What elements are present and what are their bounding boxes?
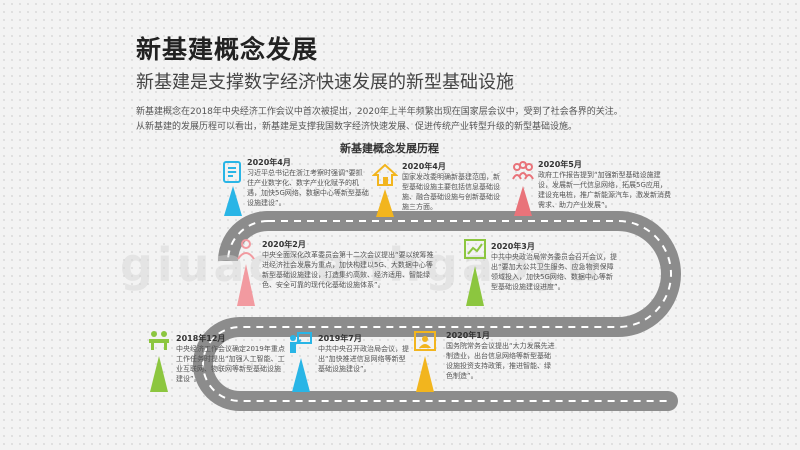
presenter-icon xyxy=(290,332,312,353)
event-pin xyxy=(292,358,310,392)
house-icon xyxy=(372,163,398,186)
event-pin xyxy=(416,356,434,392)
event-pin xyxy=(466,266,484,306)
meeting-icon xyxy=(414,331,436,351)
watermark: giuachanhgaoyu xyxy=(120,238,604,292)
event-date: 2018年12月 xyxy=(176,334,226,343)
event-text: 中央经济工作会议确定2019年重点工作任务时提出“加强人工智能、工业互联网、物联… xyxy=(176,345,285,383)
event-date: 2020年3月 xyxy=(491,242,535,251)
event-date: 2020年4月 xyxy=(402,162,446,171)
event-pin xyxy=(376,189,394,217)
event-date: 2019年7月 xyxy=(318,334,362,343)
timeline-title: 新基建概念发展历程 xyxy=(340,142,439,155)
event-text: 中共中央政治局常务委员会召开会议，提出“要加大公共卫生服务、应急物资保障领域投入… xyxy=(491,253,617,291)
event-text: 政府工作报告提到“加强新型基础设施建设，发展新一代信息网络，拓展5G应用，建设充… xyxy=(538,171,671,209)
event-date: 2020年1月 xyxy=(446,331,490,340)
event-text: 国家发改委明确新基建范围，新型基础设施主要包括信息基础设施、融合基础设施与创新基… xyxy=(402,173,500,211)
page-subtitle: 新基建是支撑数字经济快速发展的新型基础设施 xyxy=(136,72,514,93)
intro-text-line-1: 新基建概念在2018年中央经济工作会议中首次被提出，2020年上半年频繁出现在国… xyxy=(136,107,623,117)
event-text: 习近平总书记在浙江考察时强调“要抓住产业数字化、数字产业化赋予的机遇，加快5G网… xyxy=(247,169,369,207)
event-pin xyxy=(237,264,255,306)
event-pin xyxy=(224,186,242,216)
event-text: 中央全面深化改革委员会第十二次会议提出“要以统筹推进经济社会发展为重点，加快构建… xyxy=(262,251,434,289)
group-icon xyxy=(149,331,169,350)
event-date: 2020年2月 xyxy=(262,240,306,249)
event-text: 中共中央召开政治局会议，提出“加快推进信息网络等新型基础设施建设”。 xyxy=(318,345,409,373)
page-title: 新基建概念发展 xyxy=(136,35,319,64)
road-centerline xyxy=(202,220,672,402)
event-date: 2020年4月 xyxy=(247,158,291,167)
event-pin xyxy=(150,356,168,392)
intro-text-line-2: 从新基建的发展历程可以看出，新基建是支撑我国数字经济快速发展、促进传统产业转型升… xyxy=(136,122,578,132)
person-icon xyxy=(237,239,255,260)
document-icon xyxy=(223,161,241,183)
event-text: 国务院常务会议提出“大力发展先进制造业，出台信息网络等新型基础设施投资支持政策，… xyxy=(446,342,555,380)
chart-icon xyxy=(464,239,486,259)
event-pin xyxy=(514,186,532,216)
event-date: 2020年5月 xyxy=(538,160,582,169)
people-icon xyxy=(512,161,534,180)
